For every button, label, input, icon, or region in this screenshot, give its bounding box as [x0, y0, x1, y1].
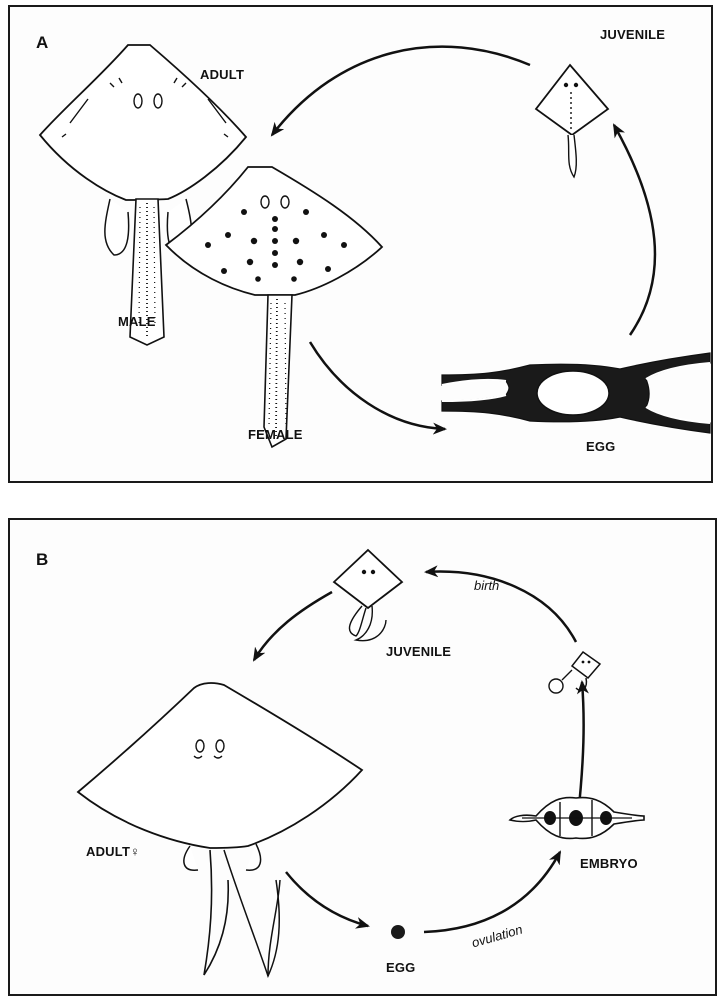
arrow-juvenile-to-adult: [272, 47, 530, 135]
male-adult-skate: [40, 45, 246, 345]
label-male: MALE: [118, 314, 156, 329]
juvenile-ray-b: [334, 550, 402, 641]
embryo-with-yolk: [549, 652, 600, 693]
arrow-embryo-stage-up: [578, 682, 584, 816]
panel-b-viviparous-cycle: B: [8, 518, 717, 996]
panel-a-drawing: [10, 7, 715, 485]
embryo-capsule: [510, 798, 644, 839]
label-juvenile-b: JUVENILE: [386, 644, 451, 659]
label-juvenile-a: JUVENILE: [600, 27, 665, 42]
label-egg-a: EGG: [586, 439, 616, 454]
juvenile-skate-a: [536, 65, 608, 177]
panel-a-oviparous-cycle: A: [8, 5, 713, 483]
label-female: FEMALE: [248, 427, 303, 442]
label-adult: ADULT: [200, 67, 244, 82]
arrow-egg-to-juvenile: [614, 125, 655, 335]
ovum-egg: [391, 925, 405, 939]
adult-female-ray: [78, 683, 362, 976]
label-egg-b: EGG: [386, 960, 416, 975]
arrow-adult-to-egg-b: [286, 872, 368, 926]
label-birth: birth: [474, 578, 499, 593]
arrow-adult-to-egg: [310, 342, 445, 429]
arrow-embryo-to-juvenile-birth: [426, 572, 576, 642]
panel-b-drawing: [10, 520, 717, 998]
label-embryo: EMBRYO: [580, 856, 638, 871]
arrow-egg-to-embryo-ovulation: [424, 852, 560, 932]
arrow-juvenile-to-adult-b: [254, 592, 332, 660]
female-adult-skate: [166, 167, 382, 447]
egg-case-a: [442, 353, 710, 433]
label-adult-female: ADULT♀: [86, 844, 140, 859]
